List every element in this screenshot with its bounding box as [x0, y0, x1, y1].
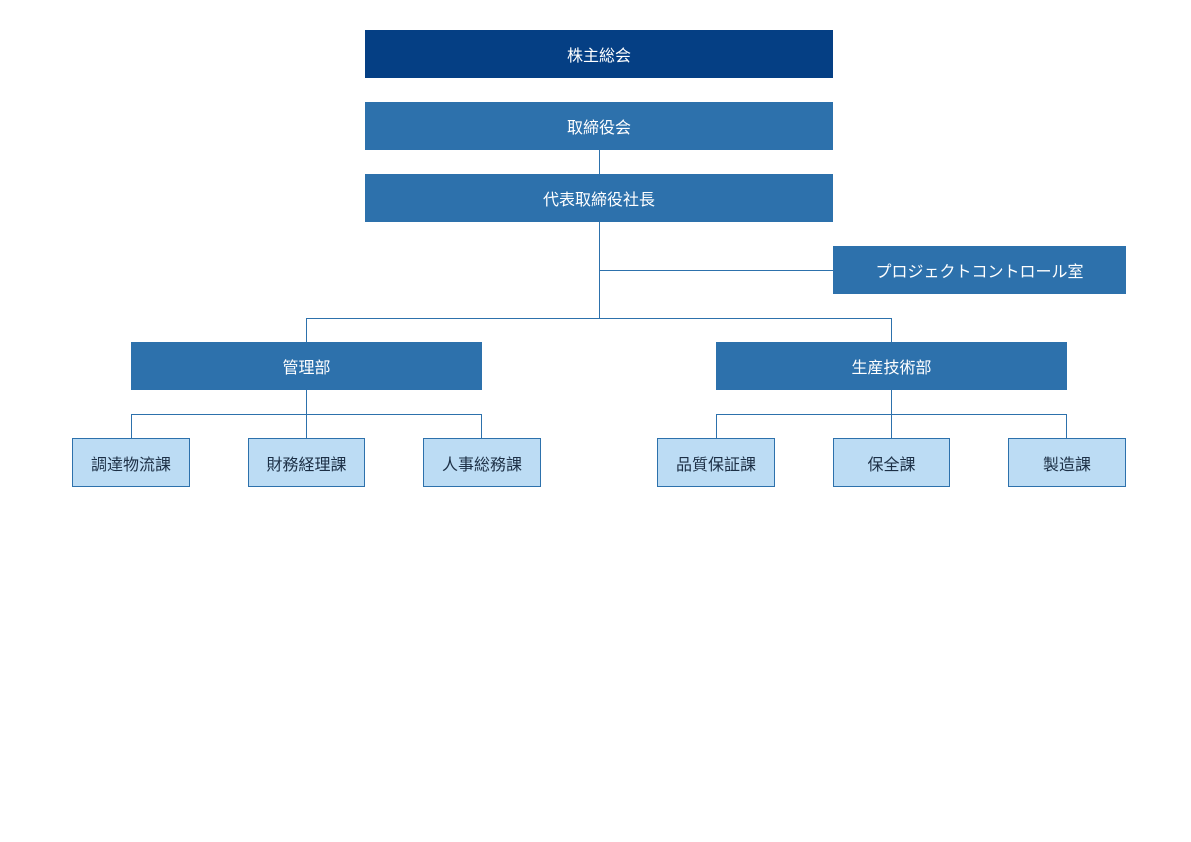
- president-label: 代表取締役社長: [542, 190, 655, 209]
- hr-general-affairs-section-box: 人事総務課: [423, 438, 541, 487]
- board-of-directors-box: 取締役会: [365, 102, 833, 150]
- shareholders-meeting-label: 株主総会: [566, 46, 631, 65]
- production-dept-box: 生産技術部: [716, 342, 1067, 390]
- procurement-logistics-section-label: 調達物流課: [90, 454, 171, 474]
- finance-accounting-section-box: 財務経理課: [248, 438, 365, 487]
- procurement-logistics-section-box: 調達物流課: [72, 438, 190, 487]
- hr-general-affairs-section-label: 人事総務課: [441, 454, 522, 474]
- quality-assurance-section-box: 品質保証課: [657, 438, 775, 487]
- project-control-office-label: プロジェクトコントロール室: [875, 262, 1084, 281]
- admin-dept-label: 管理部: [282, 358, 331, 377]
- production-dept-label: 生産技術部: [851, 358, 932, 377]
- project-control-office-box: プロジェクトコントロール室: [833, 246, 1126, 294]
- maintenance-section-box: 保全課: [833, 438, 950, 487]
- manufacturing-section-label: 製造課: [1042, 454, 1091, 474]
- shareholders-meeting-box: 株主総会: [365, 30, 833, 78]
- finance-accounting-section-label: 財務経理課: [266, 454, 347, 474]
- president-box: 代表取締役社長: [365, 174, 833, 222]
- maintenance-section-label: 保全課: [867, 454, 916, 474]
- quality-assurance-section-label: 品質保証課: [675, 454, 756, 474]
- manufacturing-section-box: 製造課: [1008, 438, 1126, 487]
- board-of-directors-label: 取締役会: [566, 118, 631, 137]
- admin-dept-box: 管理部: [131, 342, 482, 390]
